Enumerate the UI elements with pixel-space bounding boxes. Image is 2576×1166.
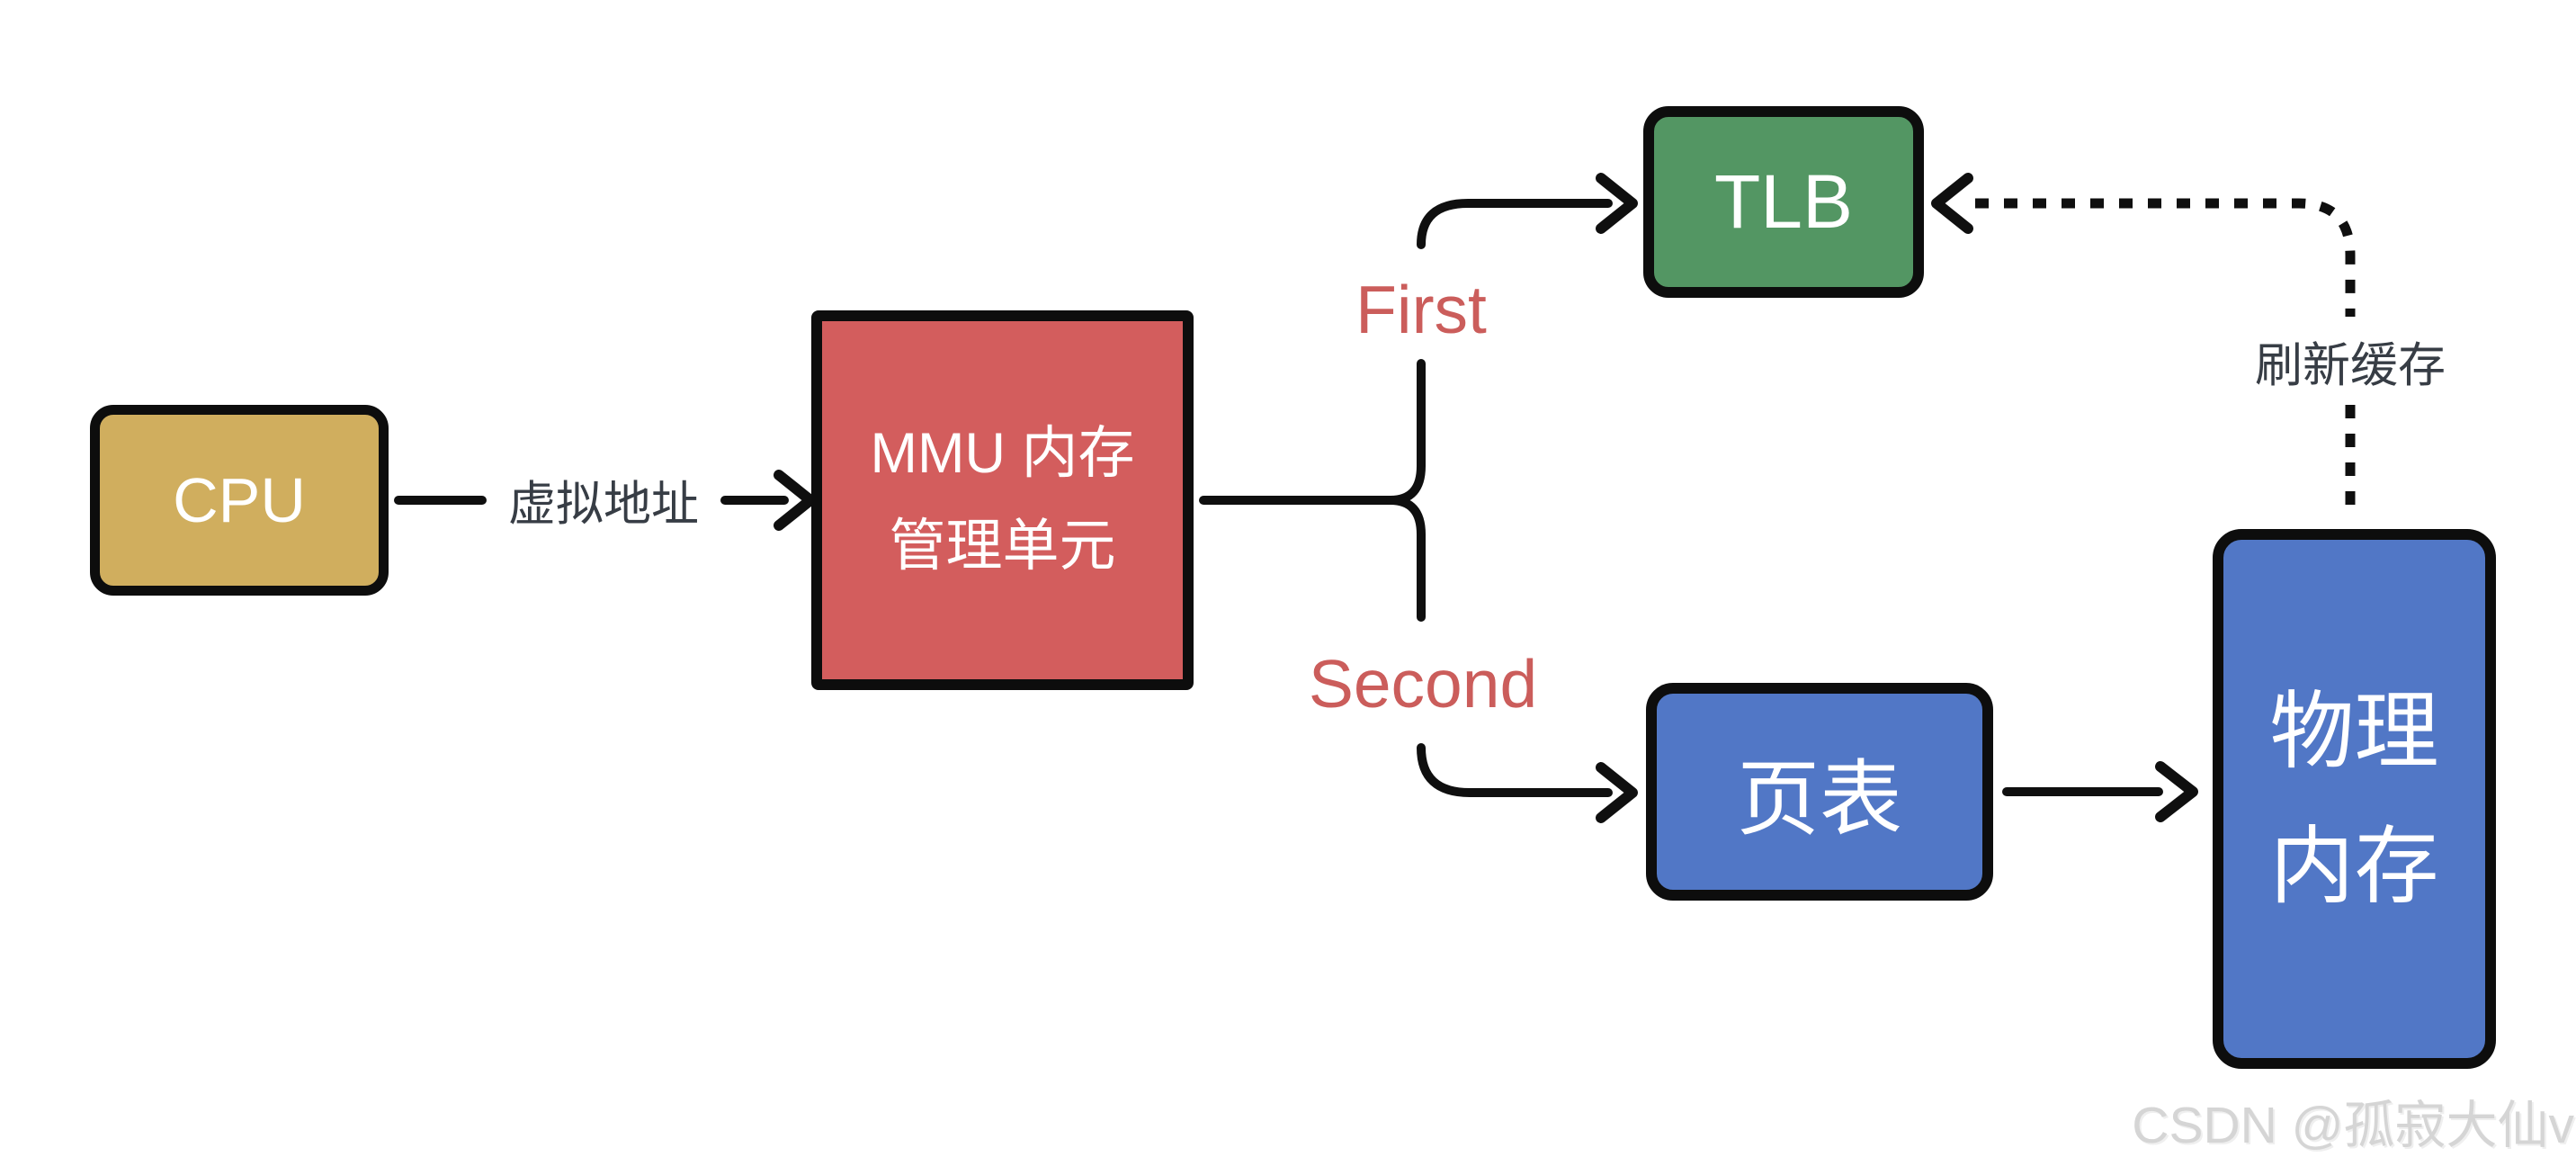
mmu-node: MMU 内存 管理单元	[811, 310, 1194, 690]
first-branch-label: First	[1355, 272, 1487, 347]
page-table-node-label: 页表	[1736, 753, 1902, 846]
cpu-node-label: CPU	[173, 465, 306, 535]
tlb-node: TLB	[1643, 106, 1924, 298]
mmu-node-label-line2: 管理单元	[889, 515, 1116, 578]
tlb-node-label: TLB	[1713, 159, 1854, 244]
physical-memory-node-label-line1: 物理	[2269, 684, 2439, 778]
csdn-watermark: CSDN @孤寂大仙v	[2132, 1097, 2574, 1154]
tlb-arrowhead-icon	[1596, 173, 1638, 234]
physical-memory-arrowhead-icon	[2155, 761, 2198, 822]
physical-memory-node: 物理 内存	[2213, 529, 2496, 1069]
second-branch-upper-segment	[1386, 496, 1426, 622]
second-branch-lower-segment	[1417, 743, 1613, 797]
refresh-cache-label: 刷新缓存	[2255, 339, 2446, 392]
page-table-node: 页表	[1646, 683, 1993, 901]
first-branch-lower-segment	[1386, 359, 1426, 505]
second-branch-label: Second	[1308, 646, 1538, 722]
physical-memory-node-label-line2: 内存	[2269, 819, 2439, 913]
mmu-node-label-line1: MMU 内存	[870, 422, 1135, 485]
page-table-arrowhead-icon	[1596, 762, 1638, 823]
refresh-cache-dashed-line-upper	[1975, 198, 2356, 317]
tlb-dashed-arrowhead-icon	[1931, 173, 1973, 234]
first-branch-upper-segment	[1417, 199, 1613, 249]
mmu-arrowhead-icon	[774, 470, 816, 531]
virtual-address-label: 虚拟地址	[508, 478, 699, 531]
cpu-node: CPU	[90, 405, 389, 596]
